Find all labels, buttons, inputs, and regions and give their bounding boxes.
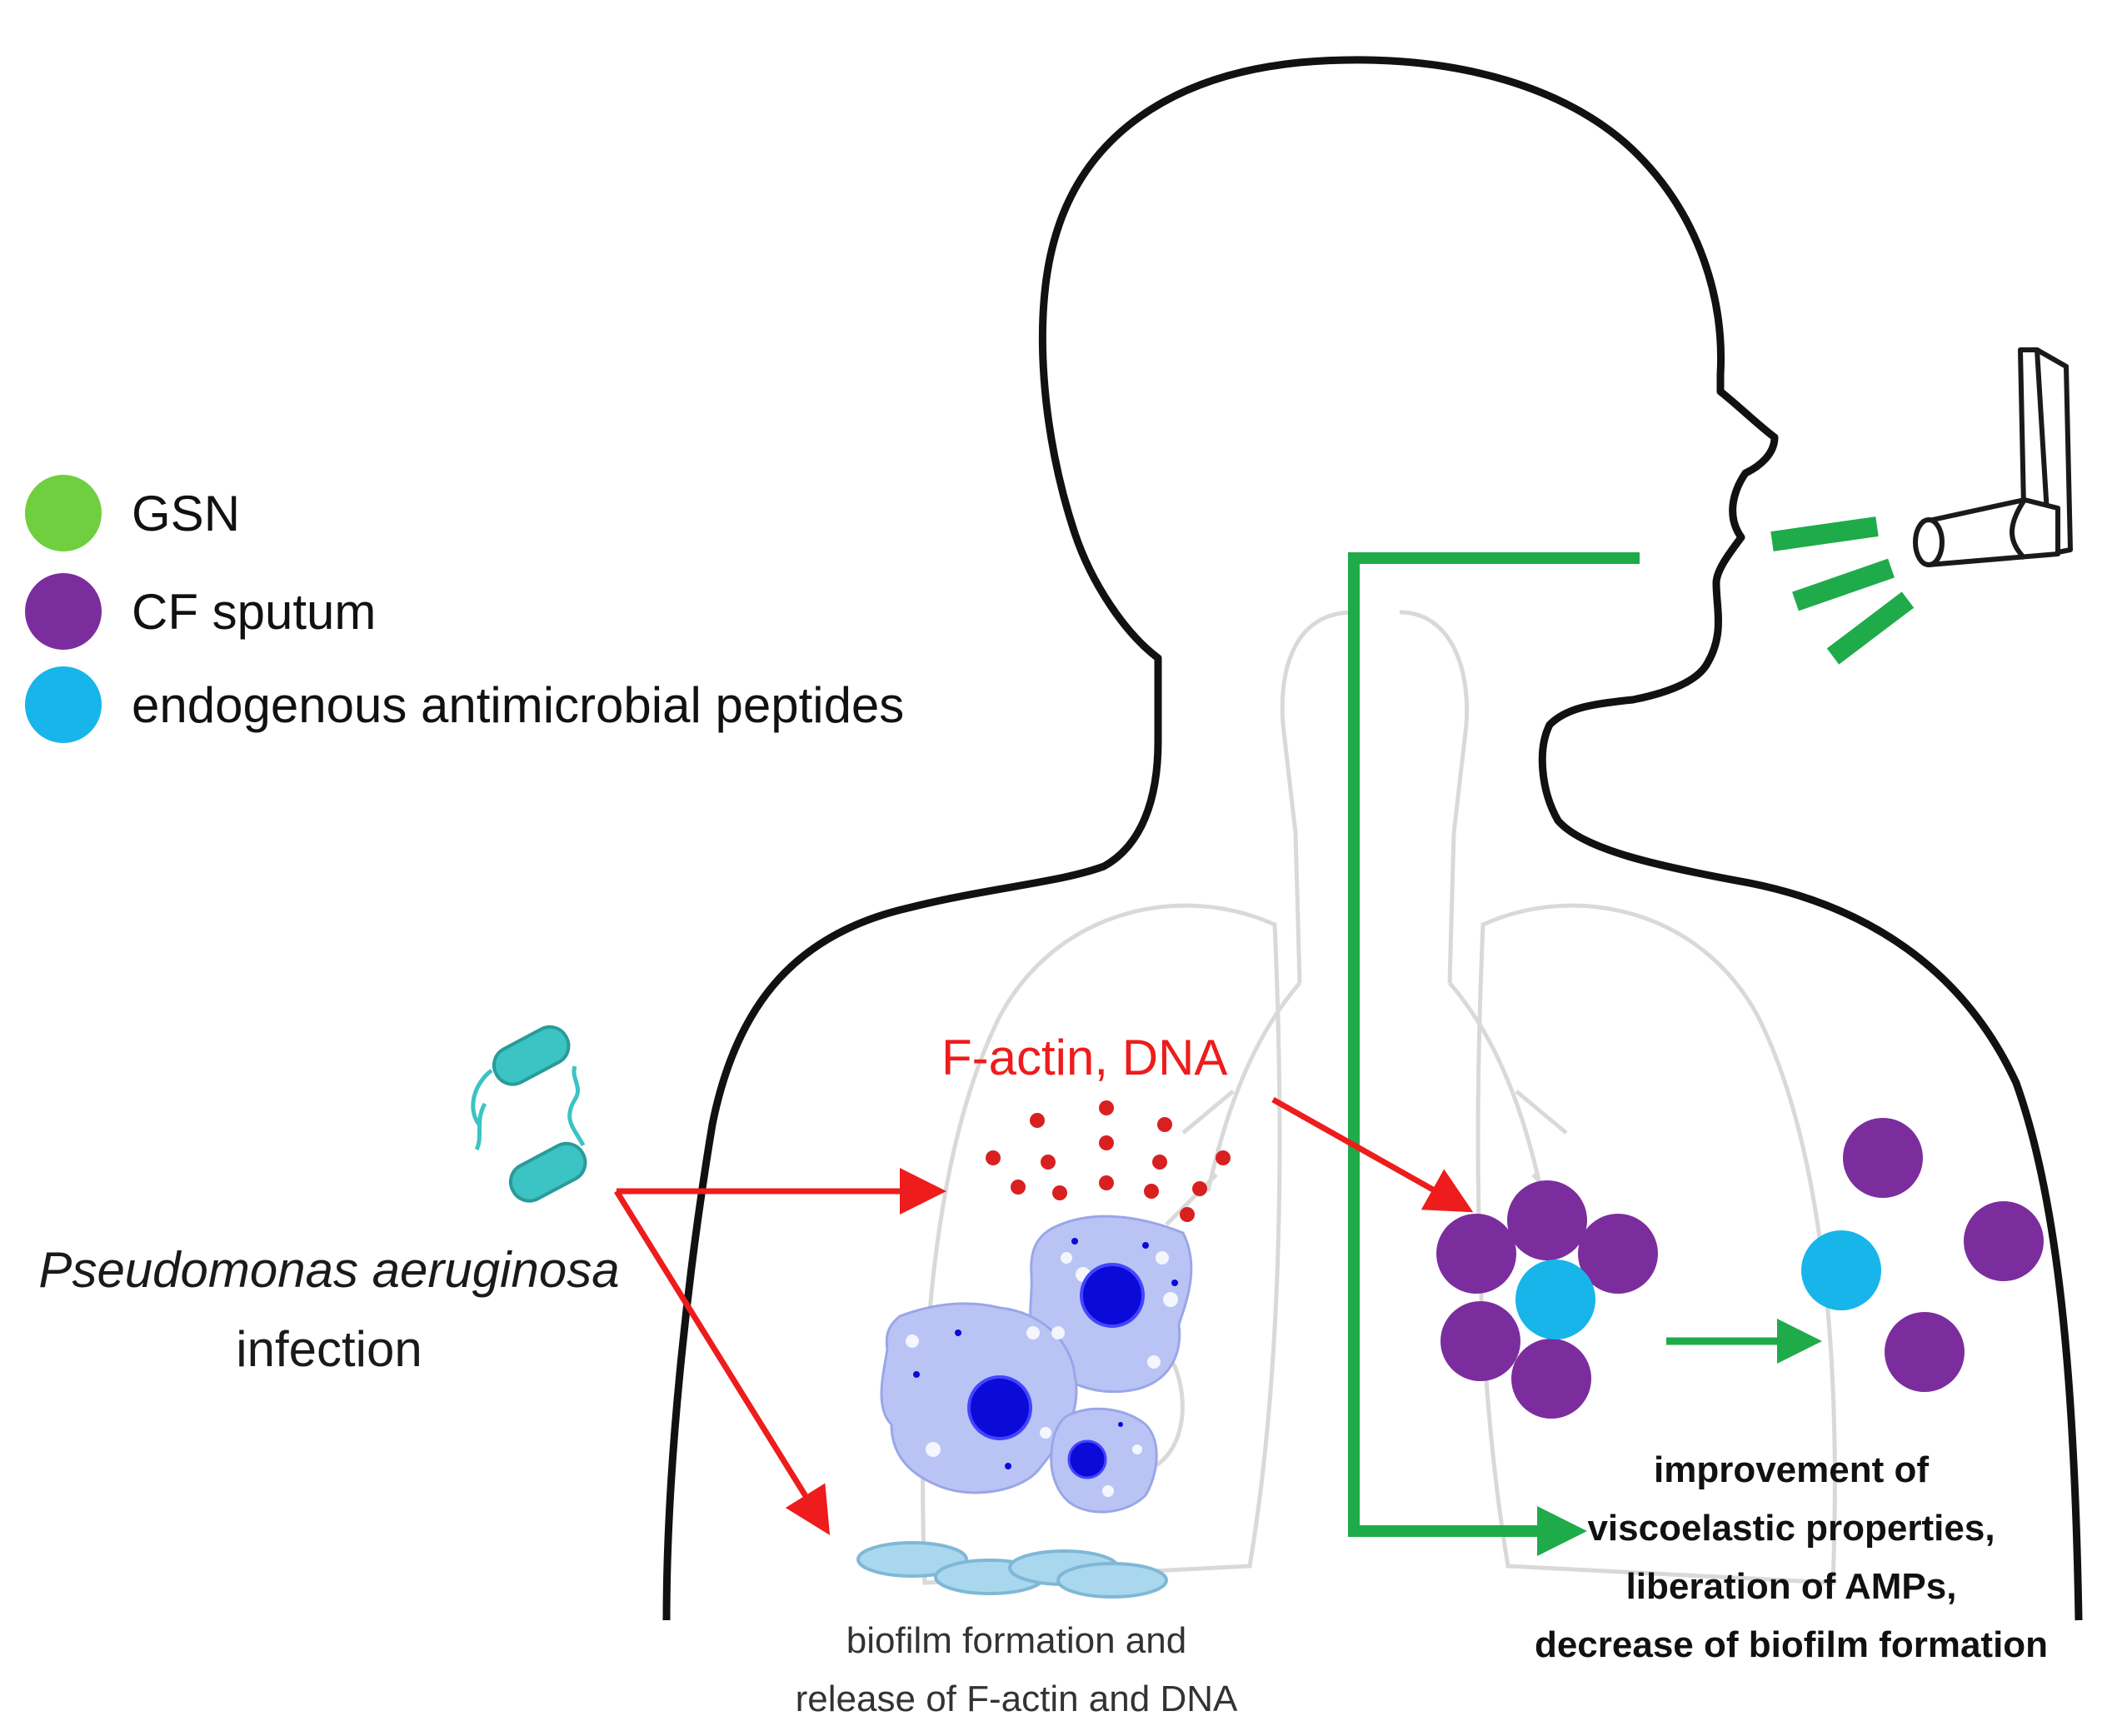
biofilm-caption-line-2: release of F-actin and DNA [795, 1679, 1238, 1719]
outcome-line-2: viscoelastic properties, [1587, 1508, 1995, 1549]
released-particles [986, 1100, 1231, 1222]
sputum-cluster-before [1436, 1180, 1658, 1419]
body-outline [662, 56, 2083, 1621]
infection-organism-label: Pseudomonas aeruginosa [38, 1242, 620, 1298]
bacteria-icon [471, 1025, 587, 1203]
legend-label-amp: endogenous antimicrobial peptides [132, 676, 905, 733]
biofilm-icon [856, 1541, 1168, 1599]
outcome-line-3: liberation of AMPs, [1625, 1566, 1957, 1607]
release-label: F-actin, DNA [941, 1030, 1228, 1085]
legend-item-cf-sputum: CF sputum [25, 570, 376, 653]
legend-dot-amp [25, 666, 102, 743]
legend-dot-gsn [25, 475, 102, 551]
legend-label-cf-sputum: CF sputum [132, 583, 377, 640]
legend-item-gsn: GSN [25, 471, 240, 555]
legend-label-gsn: GSN [132, 485, 241, 541]
macrophage-icon [880, 1215, 1193, 1514]
outcome-line-1: improvement of [1653, 1449, 1930, 1490]
gsn-pathway [1348, 552, 1640, 1537]
sputum-dispersed-after [1801, 1118, 2044, 1392]
outcome-line-4: decrease of biofilm formation [1534, 1624, 2049, 1665]
infection-label: infection [236, 1321, 422, 1377]
gsn-arrowhead [1537, 1506, 1587, 1556]
inhaler-icon [1913, 347, 2073, 567]
spray-lines [1770, 516, 1915, 665]
infection-arrows [614, 1096, 1474, 1535]
biofilm-caption-line-1: biofilm formation and [846, 1620, 1187, 1661]
legend-dot-cf-sputum [25, 573, 102, 650]
legend-item-amp: endogenous antimicrobial peptides [25, 663, 904, 746]
